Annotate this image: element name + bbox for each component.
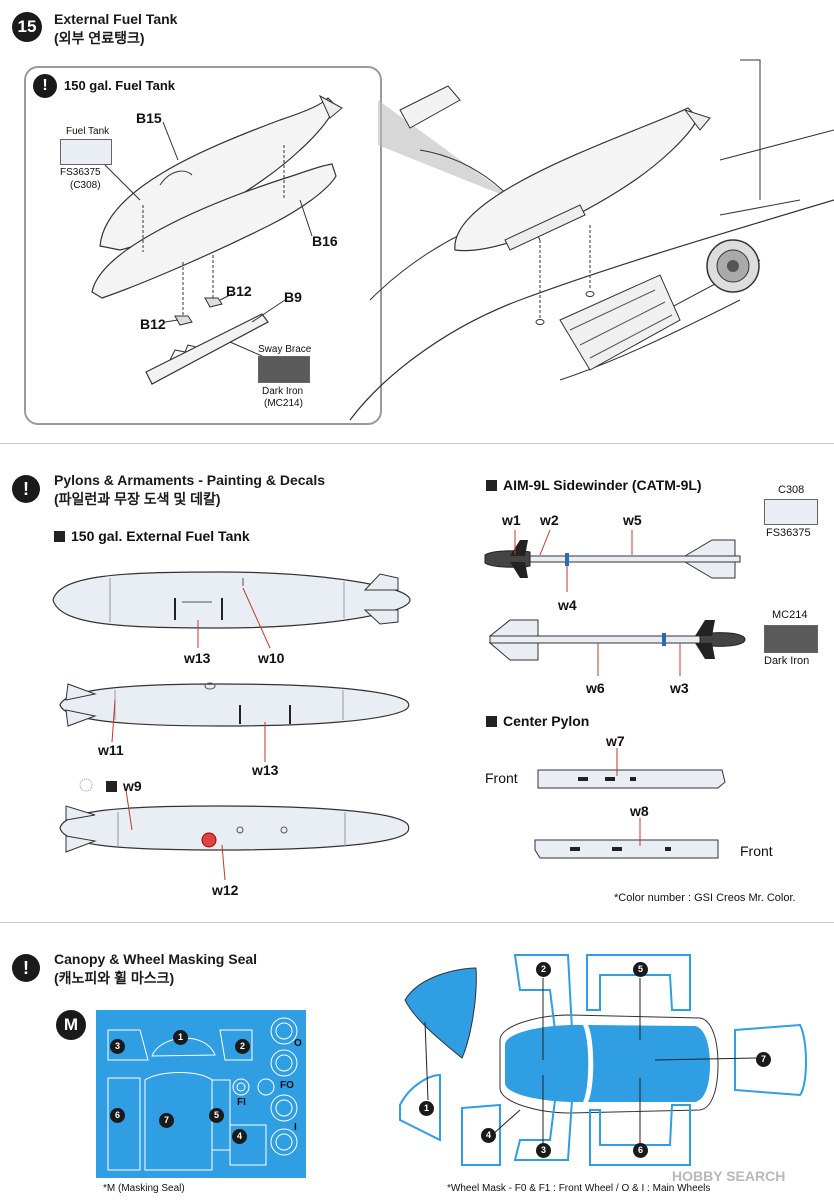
color-a-name: FS36375 bbox=[766, 527, 811, 539]
wheel-mask-fo-label: FO bbox=[280, 1080, 294, 1091]
pylons-title-korean: (파일런과 무장 도색 및 데칼) bbox=[54, 491, 221, 507]
masking-seal-sheet bbox=[96, 1010, 306, 1178]
center-pylon-heading: Center Pylon bbox=[486, 713, 589, 729]
decal-w5-label: w5 bbox=[623, 512, 642, 528]
watermark-logo: HOBBY SEARCH bbox=[672, 1168, 786, 1184]
decal-w9-label: w9 bbox=[106, 778, 142, 794]
sway-brace-color-code: (MC214) bbox=[264, 398, 303, 409]
decal-w4-label: w4 bbox=[558, 597, 577, 613]
masking-note-right: *Wheel Mask - F0 & F1 : Front Wheel / O … bbox=[447, 1183, 711, 1194]
canopy-number-7: 7 bbox=[756, 1052, 771, 1067]
exclamation-icon: ! bbox=[12, 475, 40, 503]
color-b-code: MC214 bbox=[772, 609, 808, 621]
decal-w13-label-2: w13 bbox=[252, 762, 279, 778]
exclamation-icon: ! bbox=[33, 74, 57, 98]
mask-number-3: 3 bbox=[110, 1039, 125, 1054]
fuel-tank-color-code: (C308) bbox=[70, 180, 101, 191]
canopy-number-1: 1 bbox=[419, 1101, 434, 1116]
canopy-number-2: 2 bbox=[536, 962, 551, 977]
decal-w7-label: w7 bbox=[606, 733, 625, 749]
fuel-tank-color-swatch bbox=[60, 139, 112, 165]
mask-number-7: 7 bbox=[159, 1113, 174, 1128]
color-b-name: Dark Iron bbox=[764, 655, 810, 667]
wheel-mask-o-label: O bbox=[294, 1038, 302, 1049]
part-b9-label: B9 bbox=[284, 289, 302, 305]
pylons-title: Pylons & Armaments - Painting & Decals bbox=[54, 472, 325, 488]
section-divider-2 bbox=[0, 922, 834, 923]
part-b16-label: B16 bbox=[312, 233, 338, 249]
decal-w1-label: w1 bbox=[502, 512, 521, 528]
decal-w9-text: w9 bbox=[123, 778, 142, 794]
tank-heading-text: 150 gal. External Fuel Tank bbox=[71, 528, 250, 544]
color-a-swatch bbox=[764, 499, 818, 525]
decal-w8-label: w8 bbox=[630, 803, 649, 819]
mask-number-2: 2 bbox=[235, 1039, 250, 1054]
wheel-mask-fi-label: FI bbox=[237, 1097, 246, 1108]
front-label-1: Front bbox=[485, 770, 518, 786]
sway-brace-label: Sway Brace bbox=[258, 344, 312, 355]
canopy-number-5: 5 bbox=[633, 962, 648, 977]
callout-title: 150 gal. Fuel Tank bbox=[64, 78, 176, 93]
decal-w12-label: w12 bbox=[212, 882, 239, 898]
section-divider-1 bbox=[0, 443, 834, 444]
sway-brace-color-name: Dark Iron bbox=[262, 386, 304, 397]
part-b12-label-1: B12 bbox=[226, 283, 252, 299]
step-number-badge: 15 bbox=[12, 12, 42, 42]
sway-brace-color-swatch bbox=[258, 356, 310, 383]
center-pylon-heading-text: Center Pylon bbox=[503, 713, 590, 729]
mask-number-4: 4 bbox=[232, 1129, 247, 1144]
part-b12-label-2: B12 bbox=[140, 316, 166, 332]
step-title-korean: (외부 연료탱크) bbox=[54, 30, 145, 46]
canopy-number-4: 4 bbox=[481, 1128, 496, 1143]
masking-title: Canopy & Wheel Masking Seal bbox=[54, 951, 258, 967]
masking-seal-badge: M bbox=[56, 1010, 86, 1040]
color-a-code: C308 bbox=[778, 484, 805, 496]
decal-w6-label: w6 bbox=[586, 680, 605, 696]
masking-note-left: *M (Masking Seal) bbox=[103, 1183, 185, 1194]
decal-w13-label-1: w13 bbox=[184, 650, 211, 666]
mask-number-5: 5 bbox=[209, 1108, 224, 1123]
color-note: *Color number : GSI Creos Mr. Color. bbox=[614, 892, 796, 904]
step-title: External Fuel Tank bbox=[54, 11, 178, 27]
part-b15-label: B15 bbox=[136, 110, 162, 126]
color-b-swatch bbox=[764, 625, 818, 653]
fuel-tank-color-name: FS36375 bbox=[60, 167, 101, 178]
fuel-tank-label: Fuel Tank bbox=[66, 126, 110, 137]
tank-heading: 150 gal. External Fuel Tank bbox=[54, 528, 250, 544]
decal-w11-label: w11 bbox=[98, 742, 124, 758]
canopy-number-3: 3 bbox=[536, 1143, 551, 1158]
canopy-number-6: 6 bbox=[633, 1143, 648, 1158]
mask-number-6: 6 bbox=[110, 1108, 125, 1123]
front-label-2: Front bbox=[740, 843, 773, 859]
masking-title-korean: (캐노피와 휠 마스크) bbox=[54, 970, 175, 986]
wheel-mask-i-label: I bbox=[294, 1122, 297, 1133]
exclamation-icon: ! bbox=[12, 954, 40, 982]
sidewinder-heading: AIM-9L Sidewinder (CATM-9L) bbox=[486, 477, 702, 493]
decal-w10-label: w10 bbox=[258, 650, 285, 666]
sidewinder-heading-text: AIM-9L Sidewinder (CATM-9L) bbox=[503, 477, 702, 493]
mask-number-1: 1 bbox=[173, 1030, 188, 1045]
decal-w3-label: w3 bbox=[670, 680, 689, 696]
decal-w2-label: w2 bbox=[540, 512, 559, 528]
